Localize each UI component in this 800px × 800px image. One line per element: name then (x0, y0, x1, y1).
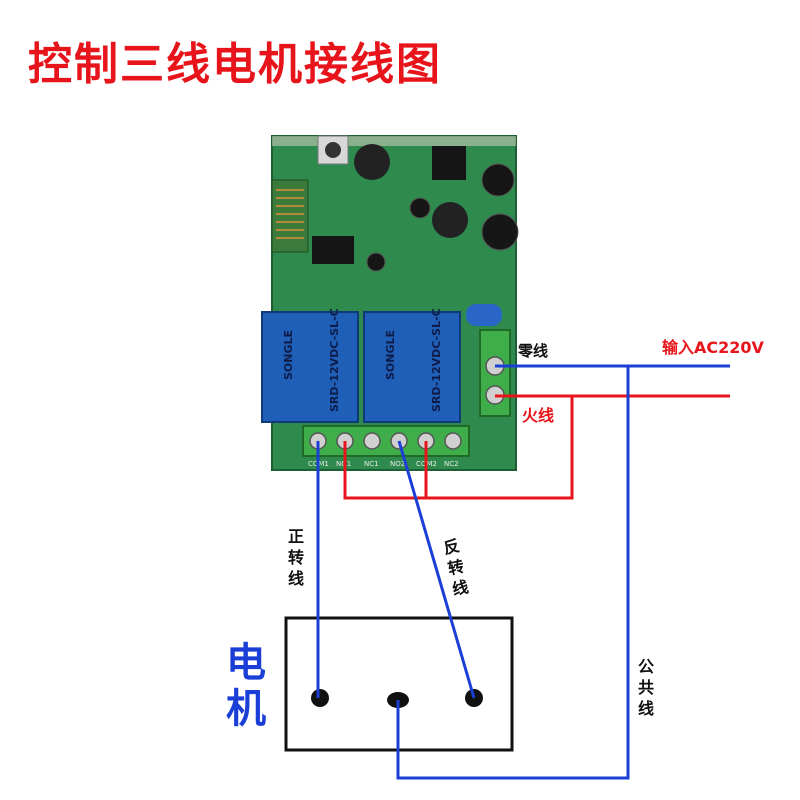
capacitor-3 (409, 197, 431, 219)
pcb-pad-strip (272, 136, 516, 146)
capacitor-2 (481, 213, 519, 251)
motor-label: 电 机 (226, 640, 266, 732)
antenna-module (271, 179, 309, 253)
blue-capacitor (466, 304, 502, 326)
reverse-wire (397, 440, 476, 699)
relay-1-brand: SONGLE (282, 330, 295, 380)
power-terminal (479, 329, 511, 417)
nc2-screw (444, 432, 462, 450)
common-wire-label: 公 共 线 (637, 657, 654, 718)
ic-chip-2 (432, 146, 466, 180)
terminal-label-no2: NO2 (390, 460, 405, 468)
input-ac220v-label: 输入AC220V (662, 338, 764, 357)
capacitor-4 (366, 252, 386, 272)
receiver-board: SRD-12VDC-SL-C SONGLE SRD-12VDC-SL-C SON… (261, 135, 519, 471)
forward-wire-label: 正 转 线 (287, 527, 304, 588)
push-button-cap (325, 142, 341, 158)
neutral-label: 零线 (518, 342, 549, 360)
live-jumper-wire (343, 396, 574, 500)
inductor-2 (432, 202, 468, 238)
relay-2-brand: SONGLE (384, 330, 397, 380)
page-title: 控制三线电机接线图 (28, 39, 442, 90)
relay-1: SRD-12VDC-SL-C SONGLE (261, 308, 359, 423)
antenna-coil (276, 189, 304, 239)
common-wire (396, 366, 630, 780)
relay-2: SRD-12VDC-SL-C SONGLE (363, 308, 461, 423)
inductor-1 (354, 144, 390, 180)
ic-chip-1 (312, 236, 354, 264)
terminal-label-nc2: NC2 (444, 460, 459, 468)
live-label: 火线 (522, 406, 555, 425)
motor-forward-terminal (311, 689, 329, 707)
capacitor-1 (481, 163, 515, 197)
relay-1-model: SRD-12VDC-SL-C (328, 308, 341, 412)
relay-2-model: SRD-12VDC-SL-C (430, 308, 443, 412)
nc1-screw (363, 432, 381, 450)
output-terminal (302, 425, 470, 457)
terminal-label-nc1: NC1 (364, 460, 379, 468)
